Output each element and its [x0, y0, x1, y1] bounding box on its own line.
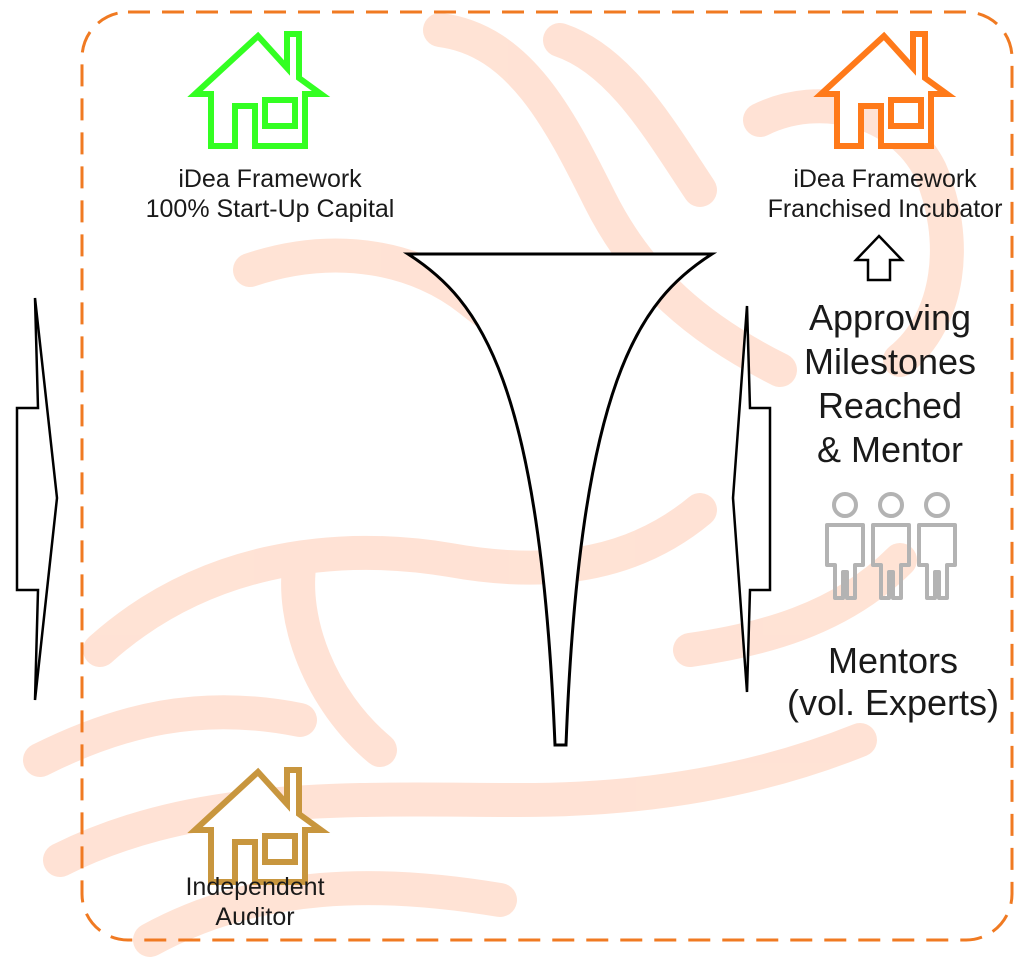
- people-icon: [825, 492, 957, 600]
- approval-label: Approving Milestones Reached & Mentor: [770, 296, 1010, 472]
- handshake-icon: [23, 13, 964, 957]
- right-arrow-icon: [15, 297, 59, 701]
- capital-label-line1: iDea Framework: [178, 165, 362, 193]
- approval-line4: & Mentor: [816, 429, 964, 470]
- house-icon: [187, 767, 331, 885]
- funnel-icon: [402, 252, 718, 747]
- house-outline: [187, 767, 331, 885]
- left-arrow-icon: [731, 305, 772, 693]
- person-icon: [871, 492, 911, 600]
- house-window: [262, 833, 298, 865]
- person-head: [832, 492, 858, 518]
- person-head: [924, 492, 950, 518]
- auditor-label-line2: Auditor: [215, 903, 295, 931]
- approval-line2: Milestones: [803, 341, 977, 382]
- capital-label: iDea Framework 100% Start-Up Capital: [140, 164, 400, 224]
- house-icon: [813, 31, 957, 149]
- house-window: [888, 97, 924, 129]
- approval-line1: Approving: [808, 297, 972, 338]
- capital-label-line2: 100% Start-Up Capital: [145, 195, 395, 223]
- up-arrow-icon: [853, 234, 905, 282]
- person-head: [878, 492, 904, 518]
- mentors-line1: Mentors: [827, 640, 959, 681]
- person-icon: [917, 492, 957, 600]
- auditor-label-line1: Independent: [185, 873, 325, 901]
- house-window: [262, 97, 298, 129]
- incubator-label: iDea Framework Franchised Incubator: [750, 164, 1020, 224]
- mentors-label: Mentors (vol. Experts): [768, 640, 1018, 724]
- house-outline: [813, 31, 957, 149]
- incubator-label-line1: iDea Framework: [793, 165, 977, 193]
- person-body: [871, 523, 911, 600]
- house-outline: [187, 31, 331, 149]
- person-icon: [825, 492, 865, 600]
- house-icon: [187, 31, 331, 149]
- person-body: [825, 523, 865, 600]
- person-body: [917, 523, 957, 600]
- approval-line3: Reached: [817, 385, 963, 426]
- dashed-frame: [80, 10, 1014, 942]
- incubator-label-line2: Franchised Incubator: [767, 195, 1003, 223]
- mentors-line2: (vol. Experts): [786, 682, 1000, 723]
- auditor-label: Independent Auditor: [150, 872, 360, 932]
